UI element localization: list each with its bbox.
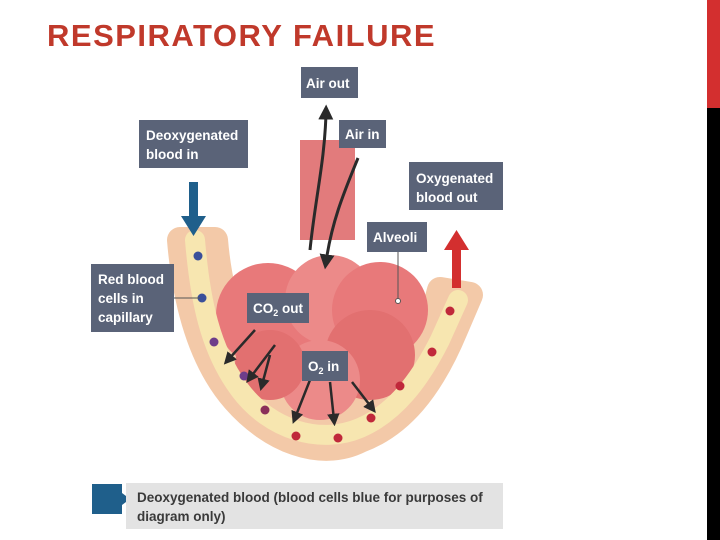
o2-arrow <box>291 379 312 424</box>
slide-title: RESPIRATORY FAILURE <box>47 18 437 53</box>
air-in-arrow <box>319 157 360 270</box>
legend-text-line1: Deoxygenated blood (blood cells blue for… <box>137 490 483 505</box>
label-alveoli: Alveoli <box>367 222 427 252</box>
co2-arrow <box>246 344 276 383</box>
label-oxygenated-blood-out: Oxygenated blood out <box>409 162 503 210</box>
blue-cell <box>197 293 207 303</box>
air-in-label: Air in <box>345 127 380 142</box>
deoxygenated-inflow-arrow <box>181 182 206 236</box>
air-out-arrow <box>308 104 334 251</box>
oxygenated-label-line1: Oxygenated <box>416 171 493 186</box>
co2-arrow <box>257 354 272 392</box>
air-out-label: Air out <box>306 76 350 91</box>
red-cell <box>395 381 405 391</box>
deoxygenated-label-line1: Deoxygenated <box>146 128 238 143</box>
deoxygenated-label-line2: blood in <box>146 147 198 162</box>
red-cell <box>333 433 343 443</box>
blue-cell <box>193 251 203 261</box>
purple-cell <box>209 337 219 347</box>
capillary-tube <box>185 230 468 445</box>
oxygenated-label-line2: blood out <box>416 190 478 205</box>
label-deoxygenated-blood-in: Deoxygenated blood in <box>139 120 248 168</box>
co2-arrow <box>223 329 256 365</box>
legend: Deoxygenated blood (blood cells blue for… <box>92 483 503 529</box>
red-cells-label-line2: cells in <box>98 291 144 306</box>
red-cell <box>291 431 301 441</box>
red-cells-label-line1: Red blood <box>98 272 164 287</box>
label-o2-in: O2 in <box>302 351 348 381</box>
co2-out-label: CO2 out <box>253 301 304 318</box>
legend-swatch <box>92 484 122 514</box>
oxygenated-outflow-arrow <box>444 230 469 288</box>
purple-cell <box>260 405 270 415</box>
o2-arrow <box>327 381 340 427</box>
blood-cells <box>193 251 455 443</box>
label-red-blood-cells: Red blood cells in capillary <box>91 264 174 332</box>
alveoli-leader-dot <box>395 298 401 304</box>
label-air-out: Air out <box>301 67 358 98</box>
red-cell <box>445 306 455 316</box>
label-air-in: Air in <box>339 120 386 148</box>
red-cell <box>366 413 376 423</box>
red-cell <box>427 347 437 357</box>
legend-box <box>126 483 503 529</box>
o2-arrow <box>351 381 376 413</box>
accent-bar-dark <box>707 108 720 540</box>
purple-cell <box>239 371 249 381</box>
legend-text-line2: diagram only) <box>137 509 226 524</box>
alveoli-label: Alveoli <box>373 230 417 245</box>
label-co2-out: CO2 out <box>247 293 309 323</box>
red-cells-label-line3: capillary <box>98 310 153 325</box>
o2-in-label: O2 in <box>308 359 339 376</box>
gas-exchange-arrows <box>223 329 376 427</box>
accent-bar-red <box>707 0 720 108</box>
